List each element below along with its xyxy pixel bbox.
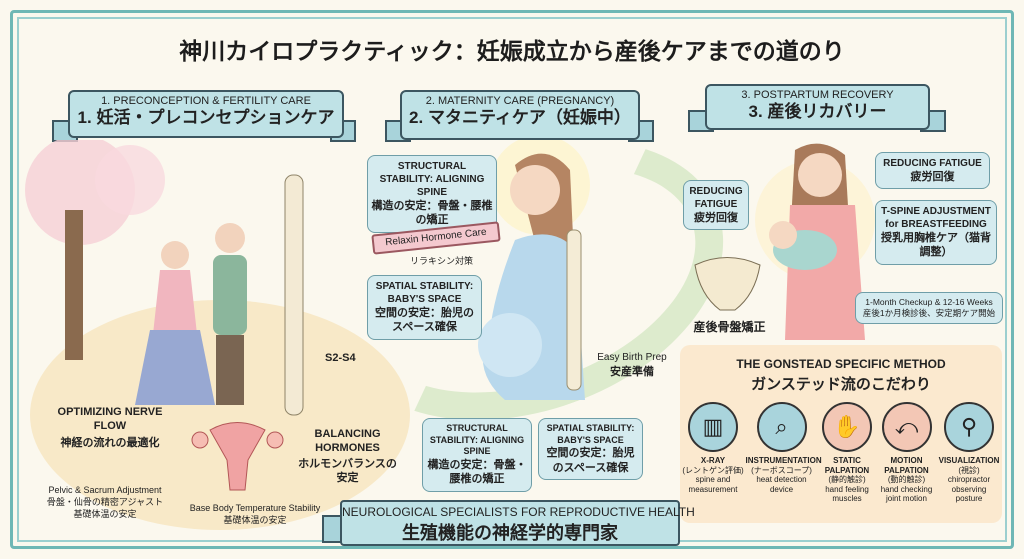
nerve-flow-ja: 神経の流れの最適化 [60,437,160,449]
gonstead-title-ja: ガンステッド流のこだわり [751,376,931,393]
section-ribbon-postpartum: 3. POSTPARTUM RECOVERY 3. 産後リカバリー [705,84,930,130]
page-title: 神川カイロプラクティック：妊娠成立から産後ケアまでの道のり [179,38,845,64]
banner-en: NEUROLOGICAL SPECIALISTS FOR REPRODUCTIV… [342,505,695,519]
section-title-en: 2. MATERNITY CARE (PREGNANCY) [425,95,615,107]
pelvic-adjustment-ja: 骨盤・仙骨の精密アジャスト [46,497,164,507]
nervoscope-icon: ⌕ [756,402,807,452]
section-title-ja: 2. マタニティケア（妊娠中） [409,107,631,127]
easy-birth-ja: 安産準備 [610,366,654,378]
section-ribbon-preconception: 1. PRECONCEPTION & FERTILITY CARE 1. 妊活・… [68,90,344,138]
method-instrumentation: ⌕INSTRUMENTATION(ナーボスコープ)heat detection … [746,402,822,504]
mother-baby-illustration [755,143,875,340]
hormones-ja: ホルモンバランスの安定 [298,458,397,484]
banner-ja: 生殖機能の神経学的専門家 [402,523,618,543]
section-title-en: 1. PRECONCEPTION & FERTILITY CARE [101,95,311,107]
gonstead-title-en: THE GONSTEAD SPECIFIC METHOD [736,357,946,371]
section-title-en: 3. POSTPARTUM RECOVERY [741,89,894,101]
couple-tree-illustration [25,140,304,416]
hands-motion-icon: ⤺ [881,402,932,452]
hormones-en: BALANCING HORMONES [314,428,381,454]
spine-icon [284,174,304,416]
section-title-ja: 1. 妊活・プレコンセプションケア [77,107,335,127]
method-static-palpation: ✋STATIC PALPATION(静的触診)hand feeling musc… [819,402,875,504]
pelvic-adjustment-en: Pelvic & Sacrum Adjustment [48,485,162,495]
decorative-frame [10,10,1014,549]
magnifier-person-icon: ⚲ [944,402,994,452]
pelvic-temp-ja: 基礎体温の安定 [73,509,137,519]
method-visualization: ⚲VISUALIZATION(視診)chiropractor observing… [938,402,1000,504]
easy-birth-en: Easy Birth Prep [597,352,667,363]
section-ribbon-maternity: 2. MATERNITY CARE (PREGNANCY) 2. マタニティケア… [400,90,640,140]
relaxin-ja: リラキシン対策 [410,256,474,266]
pregnant-woman-illustration [478,140,590,400]
nerve-flow-en: OPTIMIZING NERVE FLOW [57,406,163,432]
hand-icon: ✋ [822,402,872,452]
gonstead-method-panel: THE GONSTEAD SPECIFIC METHOD ガンステッド流のこだわ… [680,345,1002,523]
base-temp-en: Base Body Temperature Stability [189,503,321,513]
xray-icon: ▥ [688,402,738,452]
method-motion-palpation: ⤺MOTION PALPATION(動的触診)hand checking joi… [877,402,937,504]
bottom-banner: NEUROLOGICAL SPECIALISTS FOR REPRODUCTIV… [340,500,695,546]
base-temp-ja: 基礎体温の安定 [223,515,287,525]
postpartum-pelvis-label: 産後骨盤矯正 [693,320,766,334]
method-xray: ▥X-RAY(レントゲン評価)spine and measurement [682,402,744,504]
s2-s4-label: S2-S4 [325,352,356,364]
pelvis-icon [694,257,761,311]
section-title-ja: 3. 産後リカバリー [748,101,887,121]
uterus-icon [191,422,284,491]
